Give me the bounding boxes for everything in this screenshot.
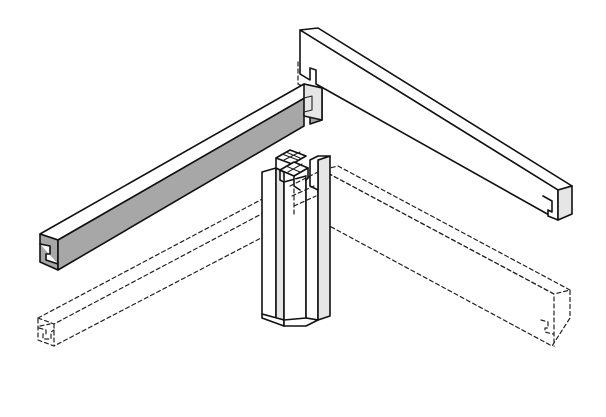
rail-front-left [39,83,323,271]
rail-back-right [297,27,573,221]
post [261,149,331,327]
